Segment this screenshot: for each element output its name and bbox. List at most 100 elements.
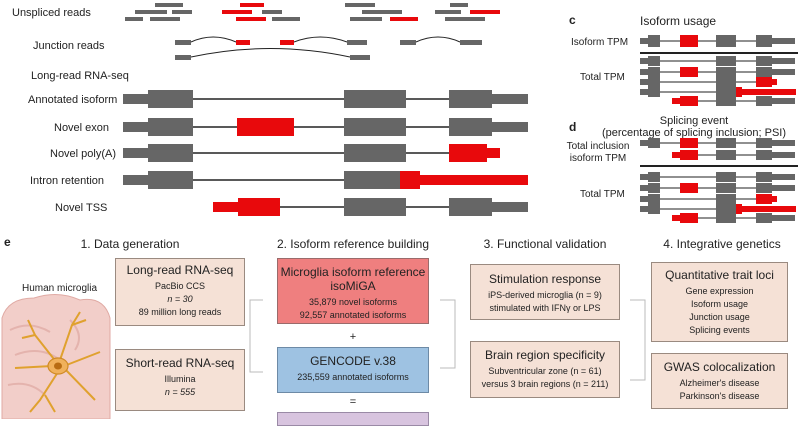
panel-d-title-2: (percentage of splicing inclusion; PSI) <box>602 127 786 139</box>
read <box>400 40 416 45</box>
panel-letter-d: d <box>569 120 576 134</box>
junction-reads <box>175 36 482 60</box>
box-line: PacBio CCS <box>154 281 206 291</box>
gencode-box: GENCODE v.38 235,559 annotated isoforms <box>277 347 429 393</box>
column-title-functional-validation: 3. Functional validation <box>483 237 607 251</box>
read <box>222 10 252 14</box>
track-label: Unspliced reads <box>12 7 91 19</box>
panel-c-bottom-isoforms <box>640 56 796 106</box>
box-title: Quantitative trait loci <box>665 268 774 282</box>
read <box>155 3 183 7</box>
track-label: Novel poly(A) <box>50 148 116 160</box>
read <box>350 17 382 21</box>
box-line: stimulated with IFNγ or LPS <box>489 303 601 313</box>
read <box>362 10 402 14</box>
human-microglia-label: Human microglia <box>22 283 97 294</box>
panel-letter-c: c <box>569 13 576 27</box>
box-title: Microglia isoform reference <box>280 265 426 279</box>
panel-c-title: Isoform usage <box>640 14 716 28</box>
panel-c-top-isoform <box>640 35 795 47</box>
read <box>445 17 485 21</box>
box-line: 35,879 novel isoforms <box>308 297 398 307</box>
track-label: Novel exon <box>54 122 109 134</box>
isoform-intron-retention <box>123 171 528 189</box>
panel-letter-e: e <box>4 235 11 249</box>
unspliced-reads <box>125 3 500 21</box>
box-line: 92,557 annotated isoforms <box>299 310 407 320</box>
box-line: Parkinson's disease <box>679 391 760 401</box>
inclusion-label-1: Total inclusion <box>567 141 630 152</box>
track-label: Long-read RNA-seq <box>31 70 129 82</box>
qtl-box: Quantitative trait loci Gene expression … <box>651 262 788 342</box>
box-title: GENCODE v.38 <box>310 354 396 368</box>
column-title-data-generation: 1. Data generation <box>80 237 180 251</box>
read <box>450 3 468 7</box>
read <box>125 17 143 21</box>
isoform-annotated <box>123 90 528 108</box>
isomiga-reference-box: Microglia isoform reference isoMiGA 35,8… <box>277 258 429 324</box>
read <box>345 3 375 7</box>
read <box>172 10 192 14</box>
box-line: Isoform usage <box>690 299 749 309</box>
read <box>236 17 266 21</box>
box-line: Alzheimer's disease <box>679 378 760 388</box>
column-title-isoform-reference: 2. Isoform reference building <box>276 237 430 251</box>
total-tpm-label: Total TPM <box>580 72 625 83</box>
box-title: isoMiGA <box>330 279 376 293</box>
track-label: Intron retention <box>30 175 104 187</box>
track-label: Annotated isoform <box>28 94 117 106</box>
read <box>175 55 191 60</box>
equals-sign: = <box>349 396 357 408</box>
box-line: Splicing events <box>689 325 750 335</box>
short-read-rnaseq-box: Short-read RNA-seq Illumina n = 555 <box>115 349 245 411</box>
box-title: Brain region specificity <box>484 348 606 362</box>
stimulation-response-box: Stimulation response iPS-derived microgl… <box>470 264 620 320</box>
read <box>240 3 264 7</box>
box-line: 235,559 annotated isoforms <box>297 372 409 382</box>
total-tpm-label: Total TPM <box>580 189 625 200</box>
read <box>435 10 461 14</box>
read <box>390 17 418 21</box>
read <box>262 10 282 14</box>
read <box>460 40 482 45</box>
read <box>347 40 367 45</box>
plus-sign: + <box>349 331 357 343</box>
read <box>470 10 500 14</box>
isoform-tpm-label: Isoform TPM <box>571 37 628 48</box>
long-read-rnaseq-box: Long-read RNA-seq PacBio CCS n = 30 89 m… <box>115 258 245 326</box>
microglia-cell-icon <box>14 311 101 413</box>
box-line: versus 3 brain regions (n = 211) <box>481 379 609 389</box>
read <box>280 40 294 45</box>
box-line: n = 555 <box>164 387 196 397</box>
read <box>150 17 180 21</box>
brain-region-specificity-box: Brain region specificity Subventricular … <box>470 341 620 398</box>
isoform-novel-exon <box>123 118 528 136</box>
inclusion-label-2: isoform TPM <box>570 153 627 164</box>
read <box>175 40 191 45</box>
read <box>350 55 370 60</box>
read <box>135 10 167 14</box>
column-title-integrative-genetics: 4. Integrative genetics <box>663 237 781 251</box>
combined-reference-box <box>277 412 429 426</box>
box-line: Junction usage <box>689 312 750 322</box>
box-line: 89 million long reads <box>138 307 222 317</box>
box-line: iPS-derived microglia (n = 9) <box>488 290 602 300</box>
box-line: Subventricular zone (n = 61) <box>488 366 602 376</box>
box-title: Long-read RNA-seq <box>126 263 234 277</box>
panel-d-bottom-isoforms <box>640 172 796 223</box>
panel-d-top-isoforms <box>640 138 795 160</box>
read <box>236 40 250 45</box>
box-line: Gene expression <box>685 286 754 296</box>
panel-d-title-1: Splicing event <box>660 115 729 127</box>
gwas-colocalization-box: GWAS colocalization Alzheimer's disease … <box>651 353 788 409</box>
isoform-novel-tss <box>213 198 528 216</box>
read <box>272 17 300 21</box>
isoform-novel-polya <box>123 144 500 162</box>
track-label: Junction reads <box>33 40 105 52</box>
box-line: n = 30 <box>167 294 193 304</box>
track-label: Novel TSS <box>55 202 107 214</box>
box-line: Illumina <box>164 374 196 384</box>
brain-illustration <box>1 294 111 419</box>
